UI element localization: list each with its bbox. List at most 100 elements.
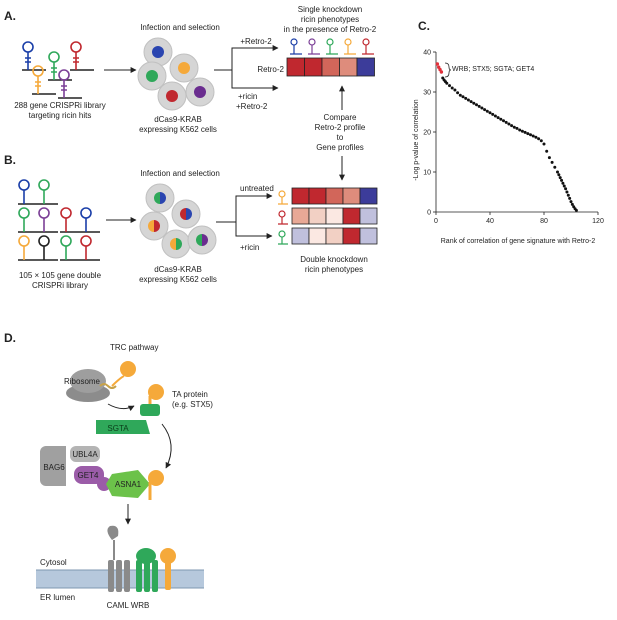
er-lumen-label: ER lumen — [40, 593, 75, 602]
sgta-icon — [96, 404, 160, 434]
ubl4a-label: UBL4A — [72, 450, 98, 459]
y-tick-label: 0 — [427, 210, 431, 217]
scatter-point — [485, 109, 489, 113]
sgrna-icon — [58, 69, 82, 99]
heatmap-cell — [291, 187, 310, 205]
scatter-point — [456, 91, 460, 95]
scatter-point — [480, 106, 484, 110]
scatter-point — [483, 108, 487, 112]
cytosol-label: Cytosol — [40, 558, 67, 567]
heatmap-cell — [291, 207, 310, 225]
heatmap-cell — [291, 227, 310, 245]
heatmap-cell — [342, 227, 361, 245]
sgrna-pair — [18, 235, 58, 261]
scatter-point — [458, 93, 462, 97]
library-a-caption-2: targeting ricin hits — [29, 111, 92, 120]
panel-b-label: B. — [4, 153, 16, 167]
wrb-icon — [136, 548, 158, 592]
ta-protein-label-1: TA protein — [172, 390, 208, 399]
sgrna-icon — [290, 38, 302, 55]
heatmap-cell — [321, 57, 340, 77]
scatter-point — [515, 126, 519, 130]
ribosome-label: Ribosome — [64, 377, 101, 386]
scatter-point — [558, 176, 562, 180]
scatter-point — [504, 120, 508, 124]
compare-block: Compare Retro-2 profile to Gene profiles — [315, 85, 366, 181]
bag6-label: BAG6 — [43, 463, 65, 472]
scatter-point — [564, 187, 568, 191]
scatter-point — [574, 208, 578, 212]
asna1-icon — [106, 470, 164, 500]
scatter-point — [568, 196, 572, 200]
sgrna-pair — [18, 207, 58, 233]
cells-b-caption-1: dCas9-KRAB — [154, 265, 202, 274]
y-tick-label: 10 — [423, 170, 431, 177]
scatter-point — [453, 88, 457, 92]
highlighted-point — [439, 70, 444, 74]
heatmap-cell — [356, 57, 375, 77]
scatter-point — [520, 129, 524, 133]
ta-protein-label-2: (e.g. STX5) — [172, 400, 213, 409]
scatter-point — [461, 95, 465, 99]
nascent-ta-protein-icon — [111, 361, 136, 387]
scatter-point — [507, 122, 511, 126]
cell — [171, 199, 201, 229]
cells-a-caption-2: expressing K562 cells — [139, 125, 217, 134]
sgrna-pair — [18, 179, 58, 205]
scatter-point — [445, 81, 449, 85]
heatmap-retro2 — [286, 57, 375, 77]
heatmap-cell — [308, 227, 327, 245]
scatter-point — [529, 133, 532, 137]
cell — [139, 211, 169, 241]
cell — [187, 225, 217, 255]
compare-line-1: Compare — [324, 113, 357, 122]
inserted-ta-protein-icon — [160, 548, 176, 590]
sgta-label: SGTA — [107, 424, 129, 433]
highlight-annotation: WRB; STX5; SGTA; GET4 — [452, 66, 534, 73]
x-axis-label: Rank of correlation of gene signature wi… — [441, 238, 596, 245]
phenotype-a-title-3: in the presence of Retro-2 — [284, 25, 377, 34]
cell — [161, 229, 191, 259]
sgrna-icon — [70, 41, 94, 71]
scatter-point — [450, 86, 454, 90]
scatter-point — [560, 178, 564, 182]
cell-cluster-a — [137, 37, 215, 111]
arrow-sgta-to-asna1 — [161, 423, 172, 469]
scatter-point — [565, 190, 569, 194]
cell-nucleus — [194, 86, 206, 98]
scatter-point — [469, 100, 473, 104]
sgrna-icon — [308, 38, 320, 55]
phenotype-a-title-2: ricin phenotypes — [301, 15, 359, 24]
heatmap-cell — [304, 57, 323, 77]
sgrna-icon — [32, 65, 56, 95]
sgrna-icon — [326, 38, 338, 55]
phenotype-a-title-1: Single knockdown — [298, 5, 362, 14]
ribosome-icon — [66, 369, 117, 402]
panel-a: A. 288 gene CRISPRi libra — [4, 5, 377, 134]
scatter-point — [496, 116, 500, 120]
heatmap-cell — [359, 187, 378, 205]
cells-a-caption-1: dCas9-KRAB — [154, 115, 202, 124]
scatter-point — [499, 117, 503, 121]
heatmap-cell — [359, 207, 378, 225]
cell-cluster-b — [139, 183, 217, 259]
asna1-label: ASNA1 — [115, 480, 142, 489]
library-b-caption-2: CRISPRi library — [32, 281, 88, 290]
compare-line-3: to — [337, 133, 344, 142]
scatter-point — [545, 149, 549, 153]
scatter-point — [512, 125, 516, 129]
scatter-point — [477, 104, 481, 108]
highlighted-point — [435, 62, 440, 66]
scatter-point — [534, 135, 538, 139]
compare-line-4: Gene profiles — [316, 143, 364, 152]
get4-label: GET4 — [78, 471, 99, 480]
sgrna-library-a — [22, 41, 94, 99]
heatmap-cell — [342, 187, 361, 205]
cell-nucleus — [146, 70, 158, 82]
arrow-ribosome-to-sgta — [107, 403, 135, 412]
panel-b: B. 105 × 105 gene double — [4, 153, 378, 290]
x-tick-label: 80 — [540, 218, 548, 225]
scatter-point — [518, 128, 522, 132]
scatter-point — [556, 170, 559, 174]
